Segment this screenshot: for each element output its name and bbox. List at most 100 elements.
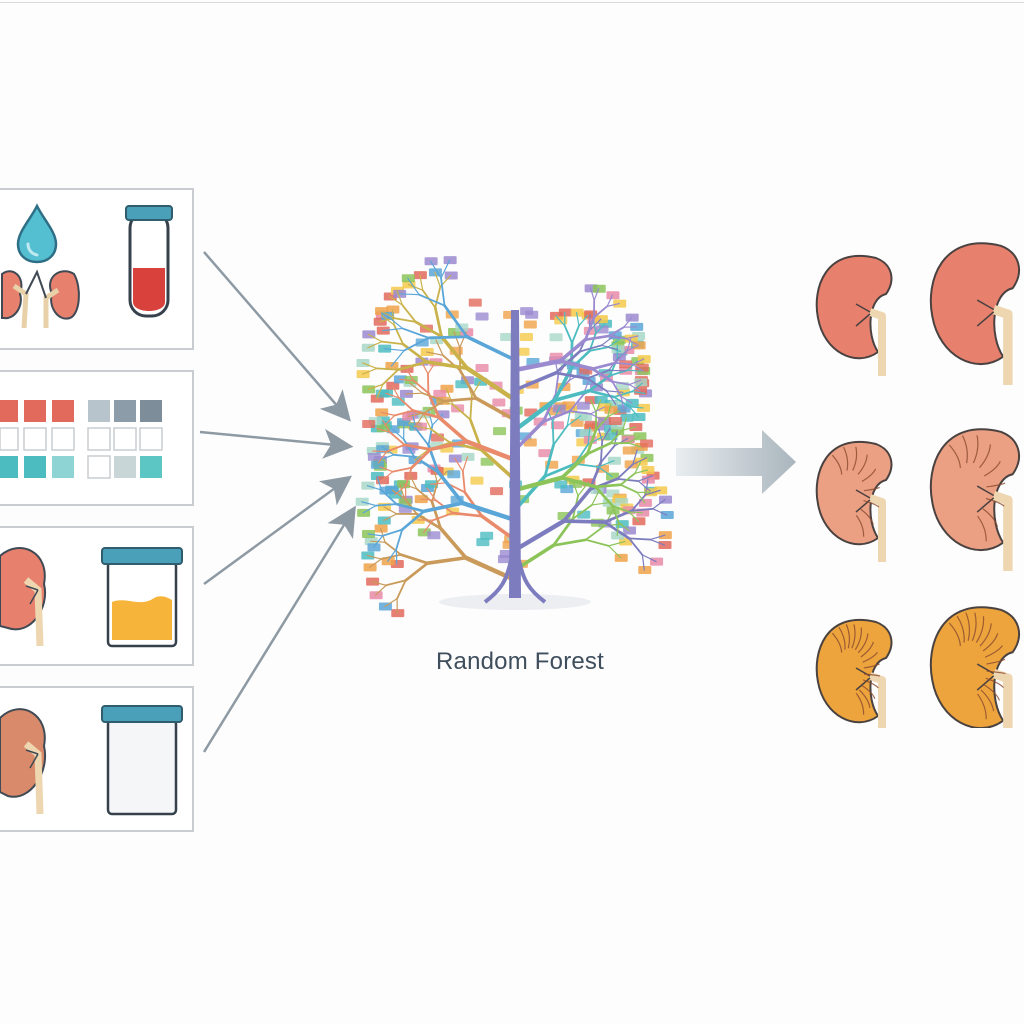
tree-branch [372,535,384,548]
tree-branch [586,441,612,456]
tree-branch [512,475,565,493]
kidney-texture [965,612,971,641]
leaf-tag [476,538,490,547]
tree-branch [431,481,439,503]
model-label: Random Forest [436,648,604,675]
tree-branch [608,545,622,559]
tree-branch [391,466,413,473]
kidney-texture [977,693,987,720]
tree-branch [554,374,560,397]
kidney-texture [831,454,843,475]
tree-branch [412,455,440,474]
tree-branch [381,368,400,386]
tree-branch [614,362,634,366]
tree-branch [398,293,420,296]
tree-branch [591,489,601,506]
tree-branch [405,392,424,395]
arrow-from-panel-3 [203,475,353,586]
tree-branch [391,489,405,499]
tree-shadow [439,594,591,610]
leaf-tag [427,531,441,540]
output-kidney-smooth-small [815,255,893,376]
kidney-texture [863,486,880,492]
tree-branch [591,361,617,371]
tree-branch [552,517,575,547]
kidney-body [815,441,893,546]
tree-branch [608,326,625,337]
tree-branch [465,366,518,403]
tree-branch [578,315,589,327]
water-drop-icon [16,203,58,264]
tree-branches [361,259,668,614]
kidney-texture [838,627,846,650]
tree-branch [430,500,442,530]
tree-branch [392,453,416,458]
tree-branch [576,311,580,327]
input-panel-lab-values [0,370,194,506]
tree-branch [439,334,470,371]
tree-branch [543,443,555,478]
tree-branch [425,555,468,565]
tree-branch [552,389,591,403]
leaf-tag [475,363,489,372]
tree-branch [601,427,611,442]
leaf-tag [576,401,590,410]
tree-branch [427,410,433,426]
panel-1-art [0,203,173,329]
kidney-texture [986,670,1006,675]
tree-branch [586,377,608,392]
tree-branch [435,400,454,405]
tree-branch [632,449,638,466]
leaf-tag [604,405,618,414]
kidney-icon [0,547,47,647]
tree-branch [400,509,426,531]
tree-branch [554,371,589,380]
tree-branch [632,457,648,466]
tree-branch [392,428,405,440]
tree-branch [431,413,444,426]
leaf-tag [367,452,381,461]
tree-branch [465,334,517,362]
tree-branch [616,521,620,537]
tree-branch [385,392,400,399]
kidney-texture [986,658,1006,665]
tree-branch [375,503,398,507]
tree-branch [558,337,588,363]
kidney-texture [858,689,871,709]
tree-branch [626,369,642,372]
tree-branch [512,398,557,433]
tree-branch [366,554,382,560]
tree-branch [561,519,607,524]
ureter [868,494,886,562]
test-strip-grid-icon [0,400,75,478]
tree-branch [362,367,378,375]
tree-branch [380,489,398,505]
tree-branch [383,513,398,522]
tree-branch [513,371,558,392]
tree-branch [618,521,630,532]
tree-branch [574,462,600,468]
random-forest-tree [355,256,674,618]
tree-branch [383,506,398,515]
tree-branch [414,412,425,428]
tree-branch [393,323,404,346]
leaf-tag [640,439,654,448]
tree-branch [396,290,404,306]
tree-branch [379,317,396,323]
tree-branch [543,462,577,478]
tree-branch [590,413,605,422]
tree-branch [389,295,404,306]
tree-branch [614,349,629,364]
leaf-tag [549,333,563,342]
tree-branch [597,425,603,442]
tree-branch [362,504,377,514]
tree-branch [597,466,613,478]
leaf-tag [480,531,494,540]
arrow-from-panel-2 [199,428,354,459]
tree-branch [433,306,443,338]
kidney-texture [857,633,869,654]
tree-branch [652,499,666,510]
kidney-texture [861,468,877,482]
tree-branch [560,452,590,480]
kidney-texture [985,677,1004,689]
